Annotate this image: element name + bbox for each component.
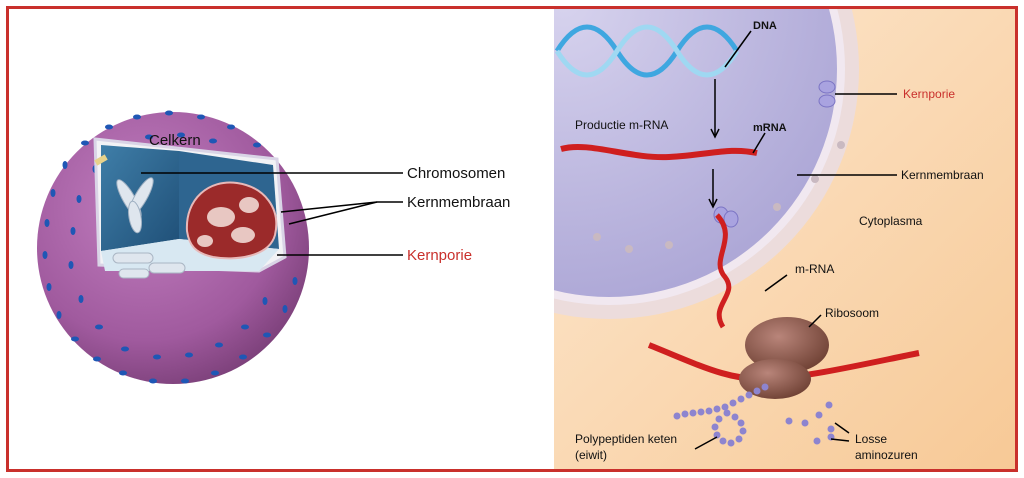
- label-polypeptide-line1: Polypeptiden keten: [575, 432, 677, 446]
- nucleolus: [185, 181, 278, 260]
- dna-helix: [554, 24, 740, 78]
- label-ribosoom: Ribosoom: [825, 306, 879, 320]
- free-amino-acids: [785, 401, 835, 445]
- label-amino-line2: aminozuren: [855, 448, 918, 462]
- polypeptide-chain: [673, 383, 769, 447]
- flow-arrows: [708, 79, 720, 209]
- membrane-granules: [593, 141, 845, 253]
- cell-pores: [42, 110, 298, 384]
- left-leader-lines: [141, 172, 403, 256]
- label-kernporie-right: Kernporie: [903, 87, 955, 101]
- right-leader-lines: [694, 30, 897, 450]
- label-kernmembraan-right: Kernmembraan: [901, 168, 984, 182]
- label-polypeptide-line2: (eiwit): [575, 448, 607, 462]
- mrna-strand-cytoplasm: [715, 213, 732, 329]
- label-kernmembraan-left: Kernmembraan: [407, 194, 510, 211]
- nuclear-pores: [713, 80, 836, 228]
- floor-chromosomes: [112, 252, 186, 279]
- label-chromosomen: Chromosomen: [407, 165, 505, 182]
- centrosome-shape: [94, 154, 108, 166]
- mrna-strand-nucleus: [560, 143, 758, 161]
- cell-illustration: [37, 110, 309, 384]
- label-m-rna-cytoplasm: m-RNA: [795, 262, 834, 276]
- label-mrna-nucleus: mRNA: [753, 122, 787, 134]
- label-dna: DNA: [753, 20, 777, 32]
- label-productie-mrna: Productie m-RNA: [575, 118, 668, 132]
- label-amino-line1: Losse: [855, 432, 887, 446]
- label-cytoplasma: Cytoplasma: [859, 214, 923, 228]
- label-celkern: Celkern: [149, 132, 201, 149]
- label-kernporie-left: Kernporie: [407, 247, 472, 264]
- chromosome-shape: [116, 177, 154, 234]
